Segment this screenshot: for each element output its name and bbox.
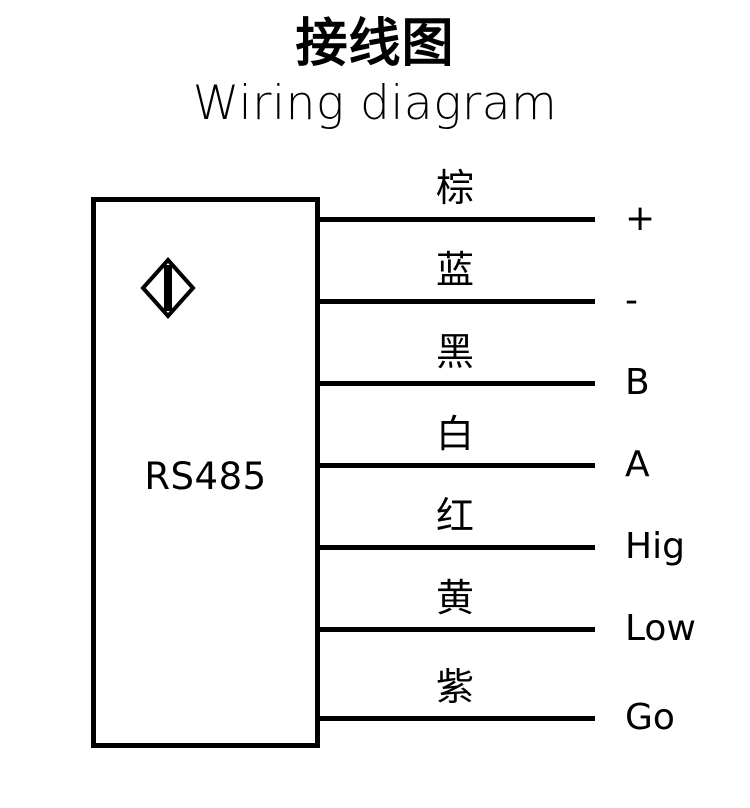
device-body [91,197,320,748]
wire-color-label-yellow: 黄 [435,576,474,620]
device-label-rs485: RS485 [144,455,267,498]
diamond-logo-icon [140,256,196,320]
terminal-label-brown: + [625,198,656,239]
wire-line-black [318,381,595,386]
terminal-label-red: Hig [625,526,685,567]
wire-line-red [318,545,595,550]
wire-color-label-brown: 棕 [435,166,474,210]
terminal-label-black: B [625,362,650,403]
wire-line-purple [318,716,595,721]
page-title-cn: 接线图 [295,14,455,74]
wire-line-brown [318,217,595,222]
terminal-label-white: A [625,444,650,485]
wire-line-white [318,463,595,468]
wire-line-yellow [318,627,595,632]
wire-color-label-white: 白 [435,412,474,456]
wire-color-label-purple: 紫 [435,665,474,709]
wire-color-label-blue: 蓝 [435,248,474,292]
terminal-label-purple: Go [625,697,675,738]
terminal-label-yellow: Low [625,608,696,649]
wire-color-label-black: 黑 [435,330,474,374]
page-title-en: Wiring diagram [192,76,558,131]
wire-line-blue [318,299,595,304]
terminal-label-blue: - [625,280,638,321]
wire-color-label-red: 红 [435,494,474,538]
